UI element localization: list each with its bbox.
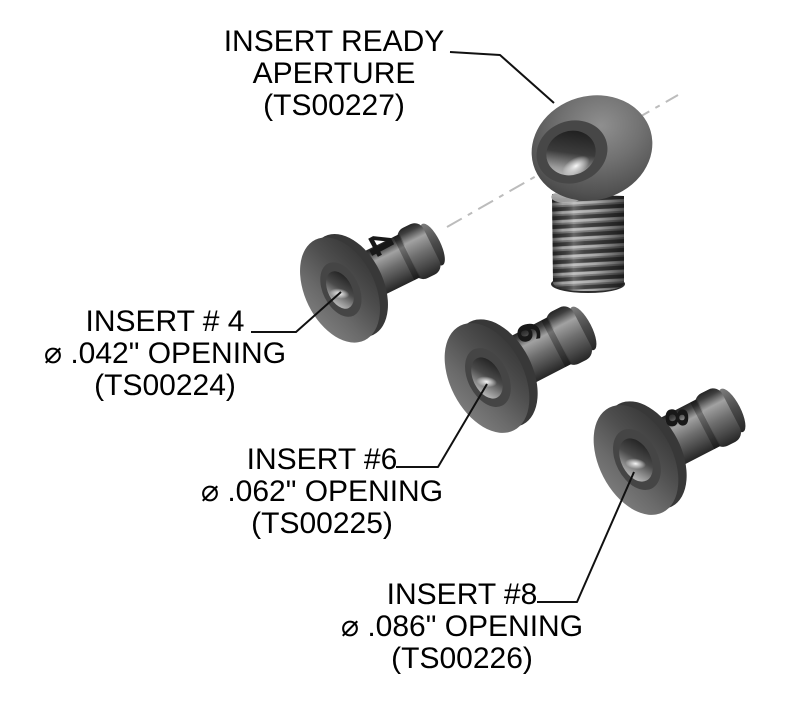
callout-insert-6-line1: INSERT #6: [246, 443, 398, 476]
callout-insert-8-line1: INSERT #8: [386, 578, 538, 611]
callout-insert-4-line3: (TS00224): [94, 369, 236, 402]
shank-shading: [552, 194, 624, 291]
callout-aperture-line3: (TS00227): [263, 89, 405, 122]
insert-6-part: [444, 306, 597, 433]
callout-aperture-line2: APERTURE: [252, 57, 416, 90]
insert-6-recess-highlight: [476, 376, 498, 388]
callout-aperture: INSERT READY APERTURE (TS00227): [224, 26, 445, 122]
leader-aperture: [449, 51, 555, 104]
insert-8-groove: [690, 399, 720, 450]
insert-6-marking: 6: [509, 320, 547, 346]
callout-aperture-line1: INSERT READY: [223, 25, 445, 58]
callout-insert-8: INSERT #8 ⌀ .086" OPENING (TS00226): [341, 579, 583, 675]
callout-insert-4: INSERT # 4 ⌀ .042" OPENING (TS00224): [44, 306, 286, 402]
callout-insert-4-line1: INSERT # 4: [85, 305, 245, 338]
insert-6-collar: [546, 306, 593, 365]
insert-8-part: [593, 388, 746, 515]
insert-6-tail-cap: [569, 306, 597, 351]
leader-insert-8: [537, 471, 635, 603]
insert-8-collar: [695, 388, 742, 447]
insert-4-part: [300, 223, 445, 343]
insert-4-tail-cap: [419, 223, 445, 266]
callout-insert-6-line2: ⌀ .062" OPENING: [200, 475, 444, 508]
insert-8-tail-cap: [718, 388, 746, 433]
leader-insert-6: [396, 383, 488, 468]
callout-insert-8-line3: (TS00226): [391, 642, 533, 675]
insert-4-collar: [397, 223, 441, 280]
callout-insert-6: INSERT #6 ⌀ .062" OPENING (TS00225): [201, 444, 443, 540]
insert-8-recess-highlight: [625, 458, 647, 470]
insert-8-marking: 8: [658, 407, 694, 429]
leader-insert-4: [251, 291, 342, 333]
insert-6-groove: [541, 317, 571, 368]
aperture-hole-highlight: [562, 155, 590, 177]
aperture-part: [531, 95, 653, 293]
callout-insert-8-line2: ⌀ .086" OPENING: [340, 610, 584, 643]
insert-4-groove: [393, 234, 420, 281]
callout-insert-4-line2: ⌀ .042" OPENING: [43, 337, 287, 370]
callout-insert-6-line3: (TS00225): [251, 507, 393, 540]
